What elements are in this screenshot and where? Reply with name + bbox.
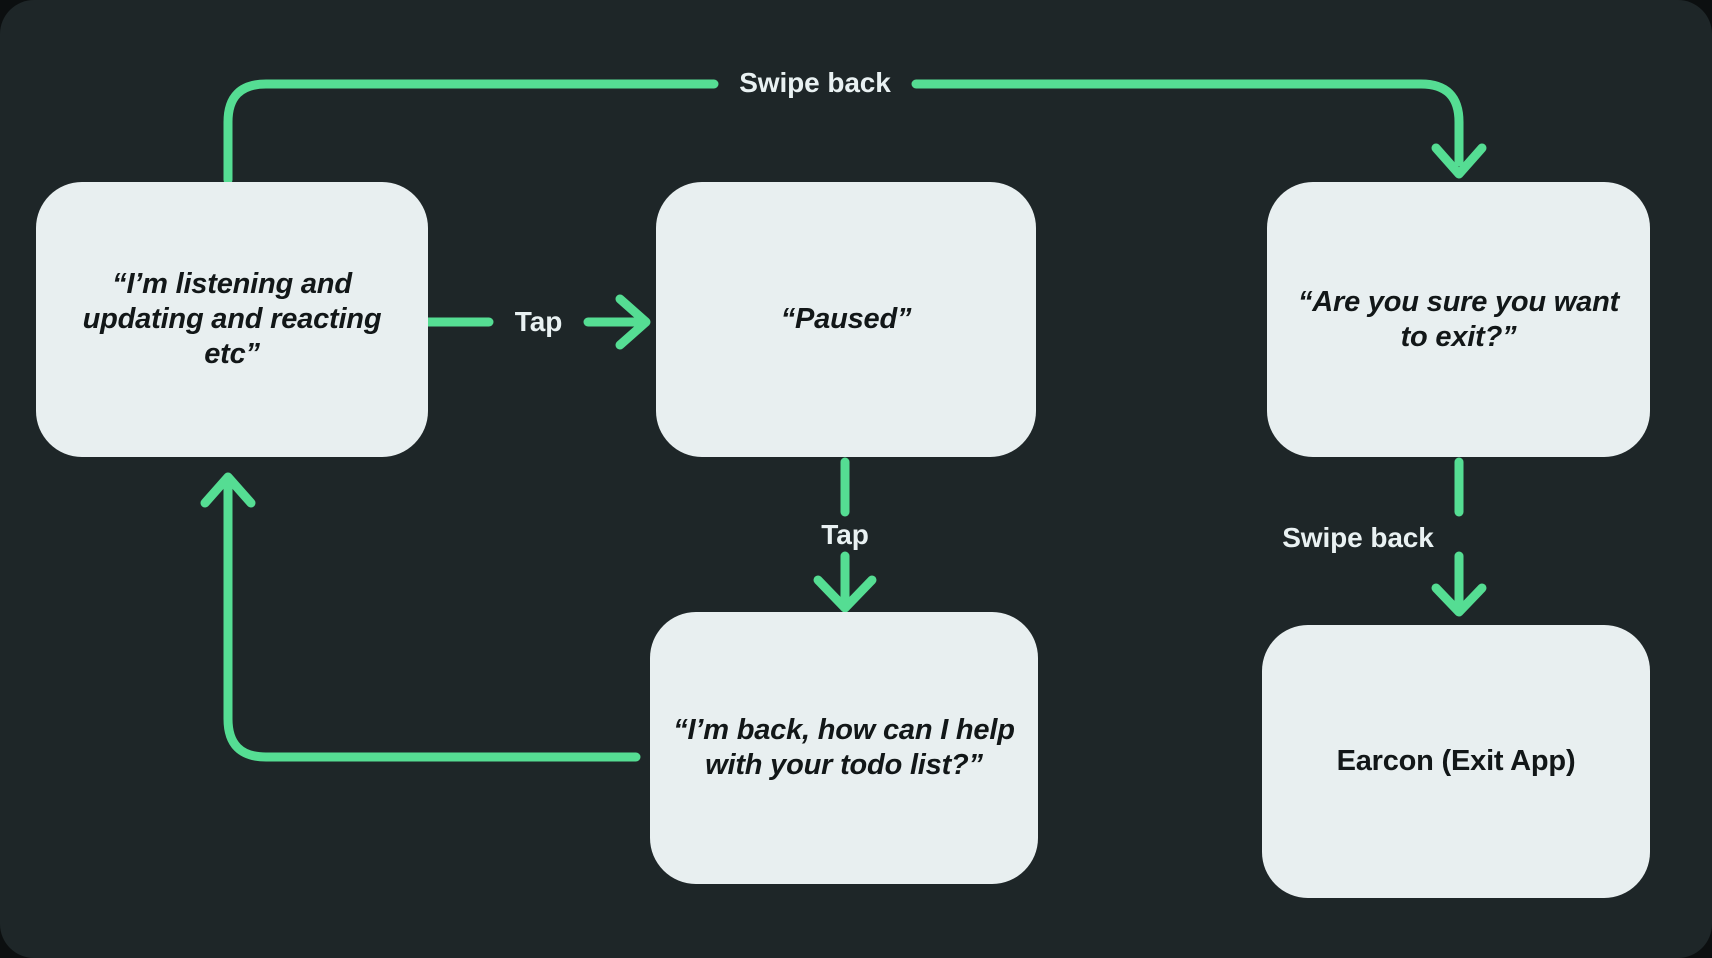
edge-listening-to-confirm — [223, 79, 1487, 185]
edge-listening-to-paused — [423, 294, 651, 350]
edge-listening-to-confirm-segment-left — [223, 79, 719, 185]
edge-paused-to-back — [813, 457, 877, 613]
edge-back-to-listening-segment — [223, 475, 641, 762]
node-back-label: “I’m back, how can I help with your todo… — [673, 714, 1015, 781]
node-listening[interactable]: “I’m listening and updating and reacting… — [36, 182, 428, 457]
node-paused-label: “Paused” — [780, 303, 912, 336]
node-listening-label: “I’m listening and updating and reacting… — [82, 268, 382, 370]
edge-confirm-to-earcon — [1431, 457, 1487, 617]
edge-label-tap-vertical: Tap — [821, 519, 869, 550]
node-confirm-exit-label: “Are you sure you want to exit?” — [1297, 285, 1620, 353]
node-back[interactable]: “I’m back, how can I help with your todo… — [650, 612, 1038, 884]
node-earcon[interactable]: Earcon (Exit App) — [1262, 625, 1650, 898]
node-paused[interactable]: “Paused” — [656, 182, 1036, 457]
edge-paused-to-back-arrowhead — [813, 575, 877, 613]
node-earcon-label: Earcon (Exit App) — [1336, 745, 1576, 778]
edge-listening-to-paused-arrowhead — [615, 294, 651, 350]
edge-listening-to-confirm-arrowhead — [1431, 143, 1487, 179]
edge-label-swipe-back-top: Swipe back — [739, 67, 891, 98]
edge-label-swipe-back-right: Swipe back — [1282, 522, 1434, 553]
edge-back-to-listening — [200, 472, 641, 762]
edge-confirm-to-earcon-arrowhead — [1431, 583, 1487, 617]
edge-label-tap-horizontal: Tap — [514, 306, 563, 337]
node-confirm-exit[interactable]: “Are you sure you want to exit?” — [1267, 182, 1650, 457]
edge-back-to-listening-arrowhead — [200, 472, 256, 508]
edge-listening-to-confirm-segment-right — [911, 79, 1464, 167]
